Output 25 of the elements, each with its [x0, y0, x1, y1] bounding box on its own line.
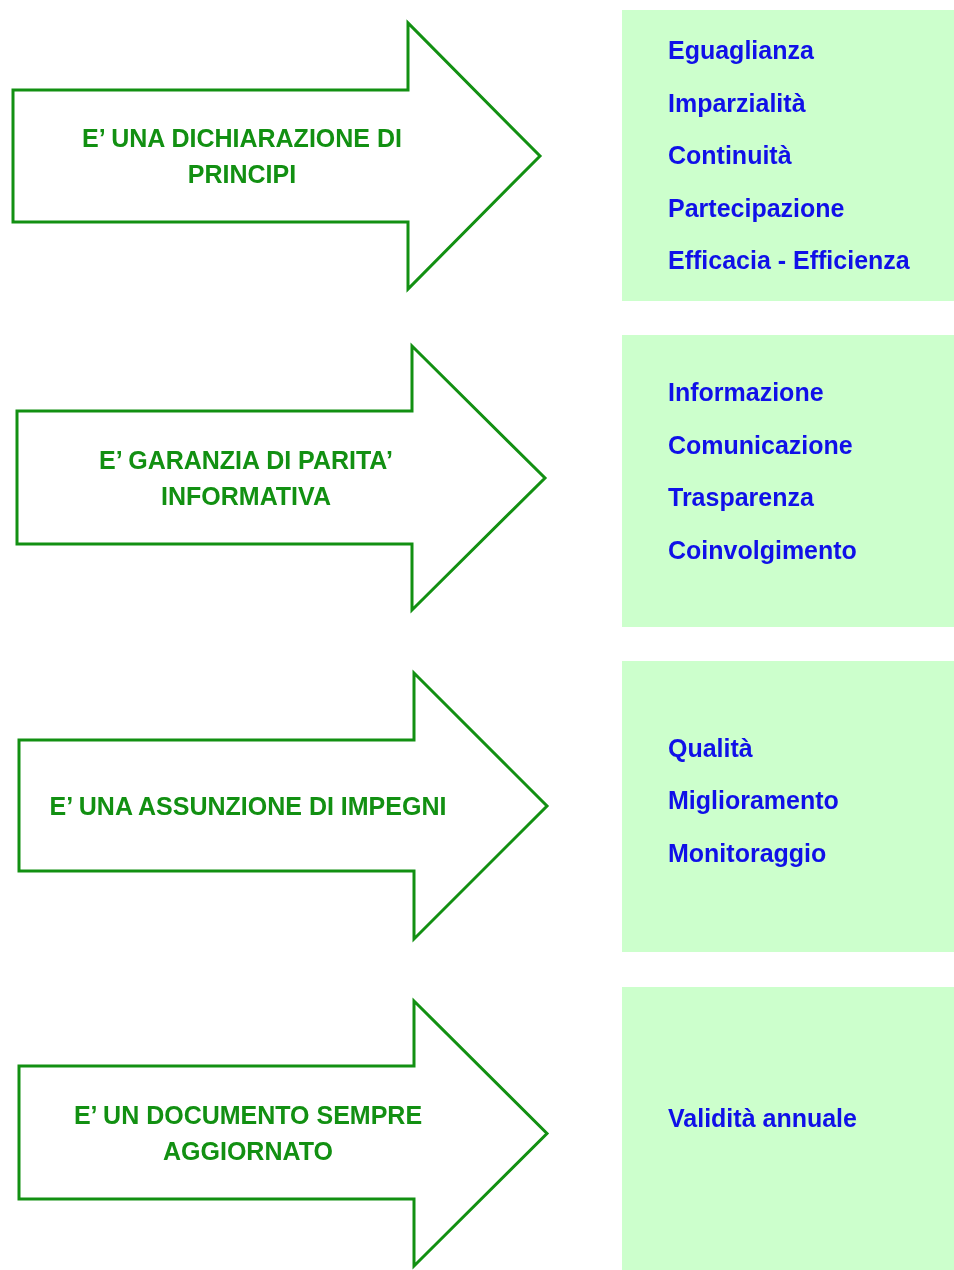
list-item: Efficacia - Efficienza [668, 245, 911, 277]
list-item: Comunicazione [668, 429, 854, 461]
list-box [622, 661, 954, 952]
list-item: Coinvolgimento [668, 534, 858, 566]
arrow-label: E’ UN DOCUMENTO SEMPRE AGGIORNATO [72, 1099, 424, 1167]
list-item: Validità annuale [668, 1103, 858, 1135]
list-item: Monitoraggio [668, 837, 828, 869]
arrow-shape [18, 1000, 548, 1267]
list-item: Imparzialità [668, 87, 807, 119]
list-item: Qualità [668, 732, 754, 764]
list-item: Miglioramento [668, 785, 840, 817]
arrow-shape [12, 22, 541, 290]
arrow-label: E’ UNA ASSUNZIONE DI IMPEGNI [48, 790, 448, 822]
arrow-label: E’ UNA DICHIARAZIONE DI PRINCIPI [81, 123, 403, 190]
list-box [622, 987, 954, 1270]
arrow-shape [16, 345, 546, 611]
list-item: Informazione [668, 377, 825, 408]
list-item: Partecipazione [668, 192, 846, 224]
list-item: Continuità [668, 140, 793, 172]
list-box [622, 10, 954, 301]
list-box [622, 335, 954, 627]
arrow-shape [18, 672, 548, 940]
list-item: Eguaglianza [668, 35, 815, 67]
arrow-label: E’ GARANZIA DI PARITA’ INFORMATIVA [98, 444, 394, 512]
list-item: Trasparenza [668, 482, 815, 513]
